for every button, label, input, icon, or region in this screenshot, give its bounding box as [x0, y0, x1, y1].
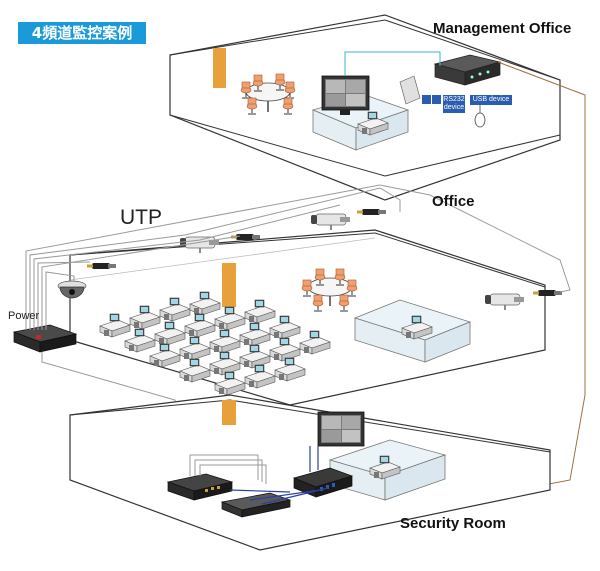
utp-cable-bundle: [25, 184, 571, 330]
security-floor: [69, 394, 551, 551]
keyboard-icon: [399, 75, 421, 105]
dvr-device-icon: [433, 54, 502, 86]
monitor-icon: [317, 411, 365, 447]
utp-balun-icon: [357, 209, 386, 215]
mouse-icon: [474, 105, 486, 128]
dome-camera-icon: [57, 280, 87, 299]
meeting-table-icon: [240, 73, 296, 115]
rs232-label-line2: device: [443, 104, 465, 111]
rs232-label-line1: RS232: [443, 96, 465, 103]
cubicle-icon: [311, 94, 410, 151]
office-label: Office: [432, 193, 475, 210]
video-link-cables: [229, 446, 329, 505]
door-icon: [213, 48, 226, 88]
rs232-device-icon: [422, 95, 441, 104]
video-hub-icon: [166, 473, 234, 501]
security-room-label: Security Room: [400, 515, 506, 532]
cubicle-icon: [353, 299, 472, 363]
utp-label: UTP: [120, 206, 162, 229]
rs232-device-label: RS232 device: [443, 95, 465, 113]
page-title-badge: 4頻道監控案例: [18, 22, 146, 44]
door-icon: [222, 263, 236, 307]
monitor-link-cable: [344, 51, 441, 76]
usb-device-label: USB device: [470, 95, 512, 105]
office-floor: [12, 209, 562, 406]
door-icon: [222, 400, 236, 425]
cubicle-icon: [328, 439, 447, 501]
meeting-table-icon: [301, 268, 358, 312]
monitor-icon: [321, 75, 370, 115]
management-floor: [169, 14, 561, 201]
bullet-camera-icon: [310, 213, 351, 231]
management-office-label: Management Office: [433, 20, 572, 37]
hub-input-cables: [189, 454, 267, 484]
power-label: Power: [8, 310, 40, 322]
power-hub-icon: [12, 324, 78, 353]
